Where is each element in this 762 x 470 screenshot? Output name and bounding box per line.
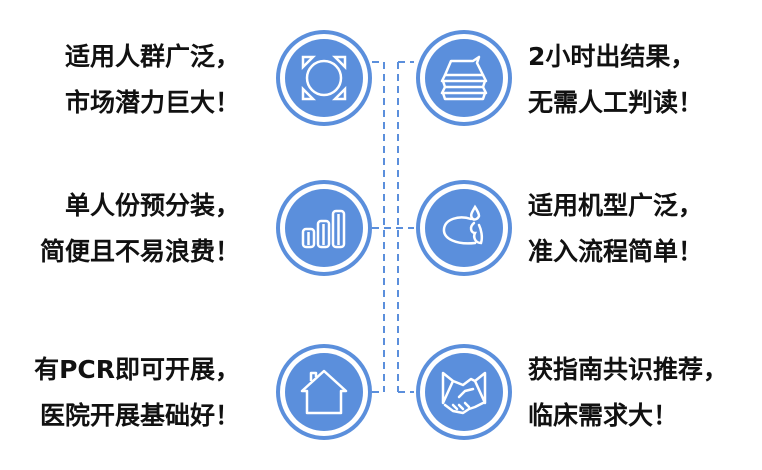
feature-3-badge (276, 180, 372, 276)
feature-6-line1: 获指南共识推荐， (528, 355, 729, 384)
feature-6-line2: 临床需求大！ (528, 401, 679, 430)
feature-4-badge (416, 180, 512, 276)
feature-6-badge (416, 344, 512, 440)
feature-5-line2: 医院开展基础好！ (39, 401, 240, 430)
feature-1-line1: 适用人群广泛， (64, 42, 240, 71)
feature-4-line2: 准入流程简单！ (528, 237, 704, 266)
feature-text-4: 适用机型广泛， 准入流程简单！ (528, 183, 703, 275)
feature-1-line2: 市场潜力巨大！ (64, 88, 240, 117)
feature-3-line1: 单人份预分装， (64, 191, 240, 220)
feature-5-line1: 有PCR即可开展， (34, 355, 240, 384)
target-frame-icon (301, 55, 347, 101)
feature-text-3: 单人份预分装， 简便且不易浪费！ (40, 183, 240, 275)
feature-2-line2: 无需人工判读！ (528, 88, 704, 117)
feature-5-badge (276, 344, 372, 440)
stacked-layers-icon (440, 55, 488, 101)
feature-1-badge (276, 30, 372, 126)
feature-text-2: 2小时出结果， 无需人工判读！ (528, 34, 703, 126)
handshake-icon (441, 371, 487, 415)
hand-drop-icon (442, 204, 484, 245)
feature-4-line1: 适用机型广泛， (528, 191, 704, 220)
feature-2-badge (416, 30, 512, 126)
feature-text-6: 获指南共识推荐， 临床需求大！ (528, 347, 728, 439)
feature-2-line1: 2小时出结果， (528, 42, 696, 71)
house-icon (300, 369, 348, 415)
bar-columns-icon (301, 209, 346, 249)
feature-text-5: 有PCR即可开展， 医院开展基础好！ (34, 347, 240, 439)
feature-text-1: 适用人群广泛， 市场潜力巨大！ (65, 34, 240, 126)
feature-3-line2: 简便且不易浪费！ (39, 237, 240, 266)
